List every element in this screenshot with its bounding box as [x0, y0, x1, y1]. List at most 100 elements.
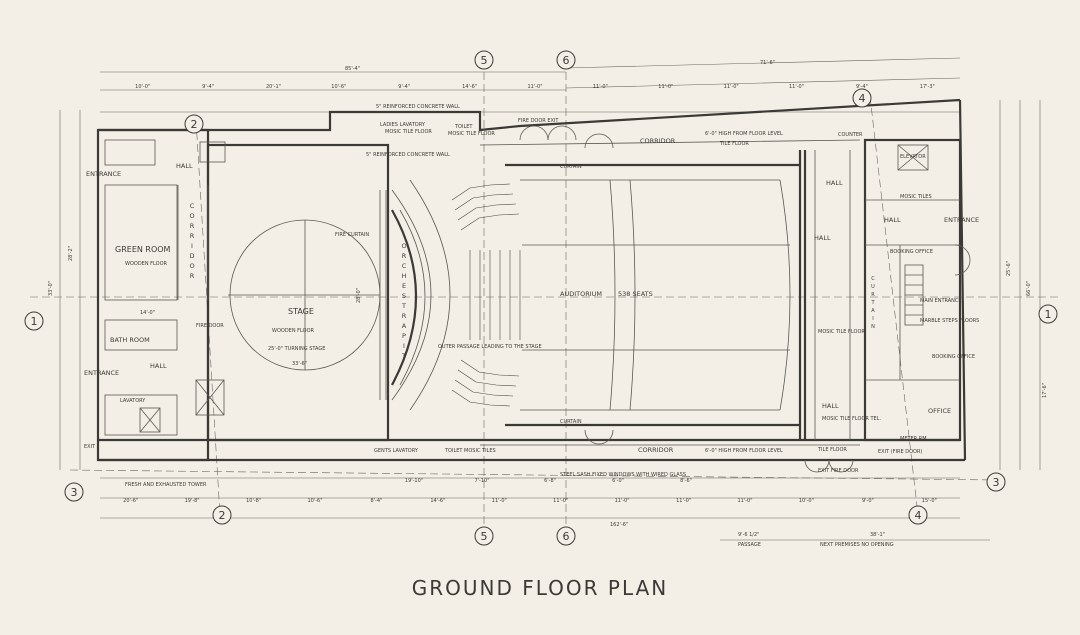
stage-side-label: 14'-0" [140, 310, 155, 316]
grid-marker-circle [852, 88, 872, 108]
curtain-right-label: C U R T A I N [870, 276, 875, 330]
grid-marker-1: 1 [24, 311, 44, 331]
dim-bottom-total: 162'-6" [610, 522, 628, 528]
grid-marker-circle [474, 50, 494, 70]
dim-top-total-left: 85'-4" [345, 66, 360, 72]
exit-fire-door-label: EXIT (FIRE DOOR) [878, 449, 922, 455]
passage-label: PASSAGE [738, 542, 761, 548]
corridor-top-label: CORRIDOR [640, 137, 676, 145]
hall-right-mid-label: HALL [814, 234, 831, 242]
svg-text:H: H [402, 272, 407, 280]
corridor-top-floor: TILE FLOOR [719, 141, 749, 147]
orchestra-pit-label: O R C H E S T R A P I T [401, 242, 407, 360]
ladies-floor-label: MOSIC TILE FLOOR [385, 129, 432, 135]
exit-fire-door-2-label: EXIT FIRE DOOR [818, 468, 859, 474]
elevator-label: ELEVATOR [900, 154, 926, 160]
dimension-text: 85'-4" 71'-6" 162'-6" 38'-1" 9'-6 1/2" P… [48, 60, 1048, 548]
booking-office-label: BOOKING OFFICE [890, 249, 933, 255]
svg-text:R: R [402, 312, 407, 320]
grid-marker-6: 6 [556, 526, 576, 546]
entrance-right-label: ENTRANCE [944, 216, 979, 224]
grid-marker-number: 4 [859, 92, 866, 105]
grid-marker-number: 3 [993, 476, 1000, 489]
svg-text:S: S [402, 292, 406, 300]
top-dimension-segment: 14'-6" [462, 84, 477, 90]
bottom-dimension-segment: 11'-0" [492, 498, 507, 504]
fresh-exhaust-label: FRESH AND EXHAUSTED TOWER [125, 482, 207, 488]
ladies-lavatory-label: LADIES LAVATORY [380, 122, 426, 128]
bottom-inner-dimension-segment: 7'-10" [474, 478, 489, 484]
gents-lavatory-label: GENTS LAVATORY [374, 448, 419, 454]
stage-floor-label: WOODEN FLOOR [272, 328, 315, 334]
grid-marker-number: 5 [481, 54, 488, 67]
orchestra-pit: O R C H E S T R A P I T OUTER PASSAGE LE… [391, 179, 542, 411]
svg-text:R: R [190, 272, 195, 280]
svg-text:T: T [401, 302, 406, 310]
steel-sash-label: STEEL SASH FIXED WINDOWS WITH WIRED GLAS… [560, 472, 686, 478]
dim-stage-depth: 28'-0" [356, 288, 362, 303]
grid-marker-number: 2 [191, 118, 198, 131]
grid-marker-number: 3 [71, 486, 78, 499]
mosic-tiles-label: MOSIC TILES [900, 194, 932, 200]
right-block: HALL HALL HALL MOSIC TILE FLOOR MOSIC TI… [814, 144, 979, 455]
bottom-dimension-segment: 9'-0" [862, 498, 874, 504]
turning-stage-label: 25'-0" TURNING STAGE [268, 346, 325, 352]
green-room-floor-label: WOODEN FLOOR [125, 261, 168, 267]
fire-door-exit-top-label: FIRE DOOR EXIT [518, 118, 559, 124]
stage-width-label: 33'-6" [292, 361, 307, 367]
main-entrance-label: MAIN ENTRANCE [920, 298, 962, 304]
top-dimension-segment: 11'-0" [724, 84, 739, 90]
left-block-rooms: GREEN ROOM WOODEN FLOOR ENTRANCE HALL BA… [84, 139, 226, 488]
reinforced-wall-top-label: 5" REINFORCED CONCRETE WALL [376, 104, 460, 110]
grid-marker-circle [24, 311, 44, 331]
svg-text:A: A [871, 308, 875, 314]
grid-marker-2: 2 [184, 114, 204, 134]
svg-text:O: O [401, 242, 406, 250]
bottom-dimension-segment: 11'-0" [676, 498, 691, 504]
mosic-tile-floor-right-label: MOSIC TILE FLOOR [818, 329, 865, 335]
bottom-dimension-segment: 8'-4" [370, 498, 382, 504]
hall-right-bottom-label: HALL [822, 402, 839, 410]
dim-right-mid: 25'-6" [1006, 261, 1012, 276]
marble-steps-label: MARBLE STEPS FLOORS [920, 318, 979, 324]
exit-left-label: EXIT [84, 444, 96, 450]
svg-text:O: O [189, 212, 194, 220]
dim-right-low: 17'-6" [1042, 383, 1048, 398]
bottom-dimension-segment: 10'-6" [307, 498, 322, 504]
svg-text:E: E [402, 282, 406, 290]
next-premises-label: NEXT PREMISES NO OPENING [820, 542, 894, 548]
svg-text:R: R [402, 252, 407, 260]
grid-marker-4: 4 [852, 88, 872, 108]
bottom-dimension-segment: 11'-0" [553, 498, 568, 504]
bottom-corridor: CORRIDOR 6'-0" HIGH FROM FLOOR LEVEL GEN… [374, 429, 860, 478]
bottom-inner-dimension-segments: 19'-10"7'-10"6'-8"6'-0"8'-6" [405, 478, 692, 484]
top-dimension-segments: 10'-0"9'-4"20'-1"10'-6"9'-4"14'-6"11'-0"… [135, 84, 935, 90]
grid-marker-number: 4 [915, 509, 922, 522]
svg-text:C: C [871, 276, 875, 282]
hall-top-label: HALL [176, 162, 193, 170]
bottom-dimension-segment: 14'-6" [430, 498, 445, 504]
mosic-tile-floor-tel-label: MOSIC TILE FLOOR TEL. [822, 416, 881, 422]
svg-text:A: A [402, 322, 407, 330]
dim-left-mid: 28'-2" [68, 246, 74, 261]
dim-left-total: 33'-0" [48, 281, 54, 296]
svg-text:I: I [403, 342, 405, 350]
bottom-dimension-segment: 11'-0" [737, 498, 752, 504]
grid-marker-circle [474, 526, 494, 546]
grid-marker-circle [64, 482, 84, 502]
grid-marker-4: 4 [908, 505, 928, 525]
svg-text:R: R [871, 292, 875, 298]
bottom-inner-dimension-segment: 6'-0" [612, 478, 624, 484]
lavatory-label: LAVATORY [120, 398, 146, 404]
bottom-dimension-segment: 10'-0" [799, 498, 814, 504]
hall-entrance-label: HALL [884, 216, 901, 224]
fire-door-label: FIRE DOOR [196, 323, 224, 329]
grid-marker-circle [908, 505, 928, 525]
auditorium: AUDITORIUM 538 SEATS CURTAIN CURTAIN [451, 164, 791, 425]
grid-marker-5: 5 [474, 50, 494, 70]
grid-marker-circle [556, 526, 576, 546]
grid-marker-number: 6 [563, 54, 570, 67]
bottom-inner-dimension-segment: 8'-6" [680, 478, 692, 484]
seating-block-top [451, 183, 520, 231]
